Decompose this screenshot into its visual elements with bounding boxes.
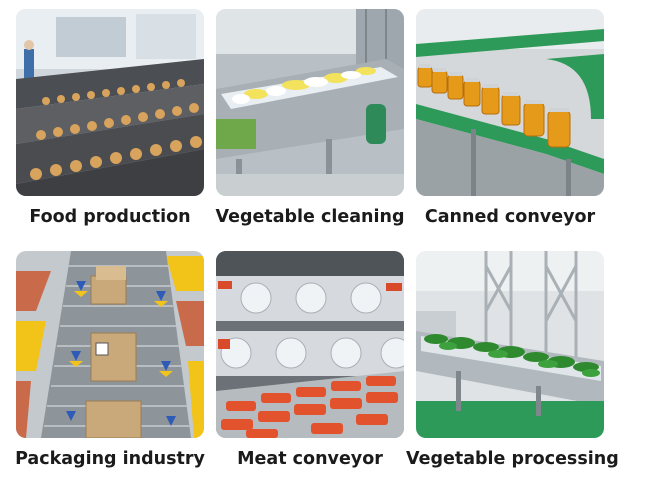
caption-food-production: Food production bbox=[29, 207, 191, 227]
food-production-image bbox=[16, 9, 204, 196]
carton-conveyor-photo bbox=[16, 251, 204, 438]
caption-packaging-industry: Packaging industry bbox=[15, 449, 205, 469]
vegetable-processing-image bbox=[416, 251, 604, 438]
washing-machine-photo bbox=[216, 9, 404, 196]
canned-conveyor-image bbox=[416, 9, 604, 196]
caption-meat-conveyor: Meat conveyor bbox=[237, 449, 383, 469]
packaging-industry-image bbox=[16, 251, 204, 438]
vegetable-cleaning-image bbox=[216, 9, 404, 196]
bakery-line-photo bbox=[16, 9, 204, 196]
caption-vegetable-processing: Vegetable processing bbox=[406, 449, 619, 469]
caption-vegetable-cleaning: Vegetable cleaning bbox=[215, 207, 405, 227]
greens-flume-photo bbox=[416, 251, 604, 438]
caption-canned-conveyor: Canned conveyor bbox=[424, 207, 596, 227]
meat-conveyor-image bbox=[216, 251, 404, 438]
meat-belt-photo bbox=[216, 251, 404, 438]
jar-conveyor-photo bbox=[416, 9, 604, 196]
